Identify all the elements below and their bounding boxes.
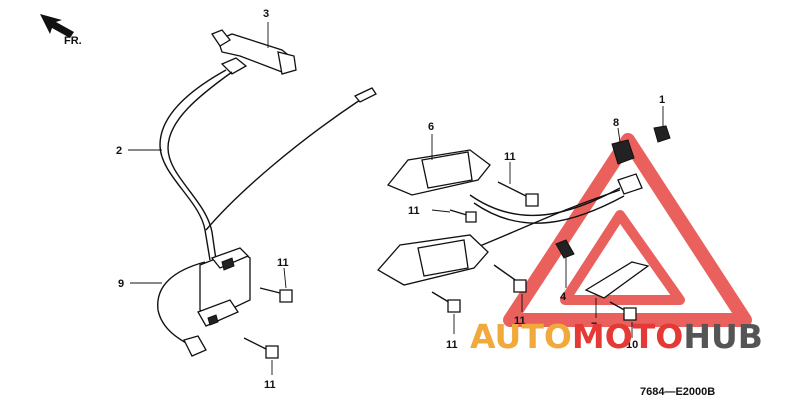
watermark-part-hub: HUB: [683, 317, 763, 356]
watermark-part-moto: MOTO: [572, 317, 683, 356]
callout-11-lower-left: 11: [446, 339, 458, 351]
callout-2: 2: [116, 145, 122, 157]
kill-switch-wire: [130, 87, 377, 357]
callout-1: 1: [659, 94, 665, 106]
upper-module-bolt-right: [497, 162, 539, 207]
callout-3: 3: [263, 8, 269, 20]
bracket: [584, 261, 650, 318]
callout-4: 4: [560, 291, 567, 303]
callout-7: 7: [591, 321, 597, 333]
upper-module: [386, 134, 491, 196]
grommet-8: [611, 127, 635, 165]
callout-11-coil-lower: 11: [264, 379, 276, 391]
callout-11-upper-left: 11: [408, 205, 420, 217]
front-direction-arrow-icon: [40, 14, 74, 38]
callout-10: 10: [626, 339, 638, 351]
lower-module: [376, 234, 489, 286]
callout-11-coil-upper: 11: [277, 257, 289, 269]
watermark-brand-text: AUTOMOTOHUB: [470, 317, 763, 356]
ignition-coil: [197, 247, 251, 327]
lower-module-bolt-left: [431, 291, 461, 334]
coil-bolt-upper: [259, 267, 293, 303]
callout-9: 9: [118, 278, 124, 290]
spark-plug-cap: [211, 22, 297, 75]
watermark-part-auto: AUTO: [470, 317, 572, 356]
watermark-triangle-logo: [503, 133, 752, 327]
upper-module-bolt-left: [431, 209, 477, 223]
callout-6: 6: [428, 121, 434, 133]
front-direction-label: FR.: [64, 35, 82, 47]
callout-11-lower-right: 11: [514, 315, 526, 327]
grommet-1: [653, 106, 671, 143]
lower-module-bolt-right: [493, 264, 527, 312]
callout-11-upper-right: 11: [504, 151, 516, 163]
diagram-code: 7684—E2000B: [640, 386, 715, 398]
svg-text:AUTOMOTOHUB: AUTOMOTOHUB: [470, 317, 763, 356]
wire-clip: [555, 239, 575, 288]
wire-harness: [469, 173, 643, 251]
callout-8: 8: [613, 117, 619, 129]
bracket-bolt: [609, 301, 637, 338]
coil-bolt-lower: [243, 337, 279, 375]
high-tension-lead: [128, 57, 248, 261]
